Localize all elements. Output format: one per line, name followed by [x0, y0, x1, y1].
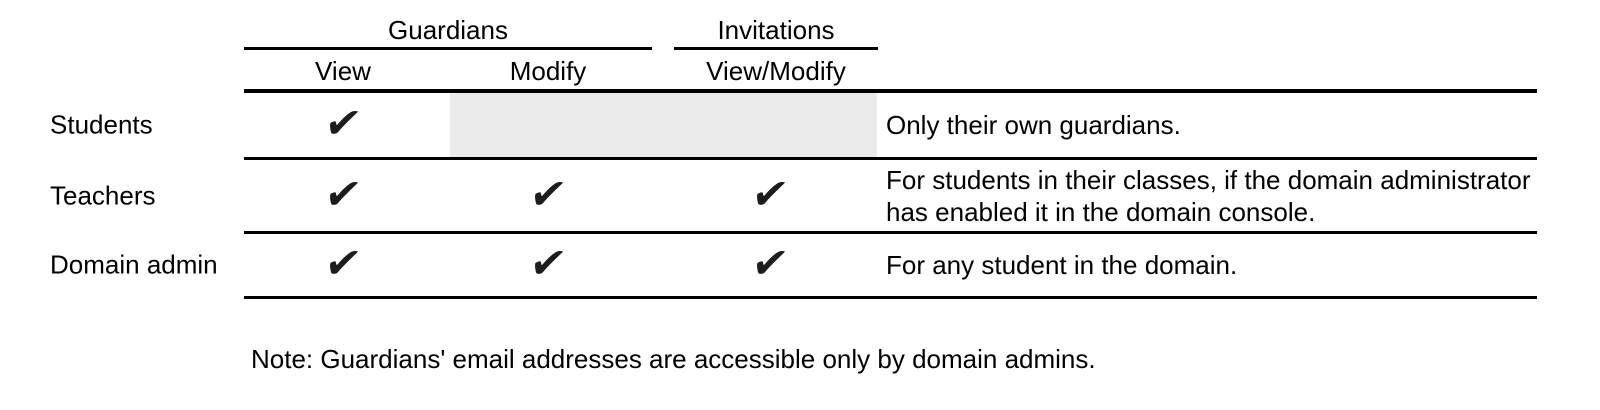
column-header-modify: Modify [509, 56, 587, 86]
row-description-domain-admin: For any student in the domain. [886, 250, 1238, 280]
row-label-domain-admin: Domain admin [50, 249, 218, 280]
group-header-invitations: Invitations [717, 15, 835, 45]
students-no-permission-shading [450, 93, 877, 157]
teachers-row-divider [244, 231, 1537, 234]
check-icon: ✔ [321, 168, 366, 218]
group-header-guardians: Guardians [388, 15, 508, 45]
row-description-students: Only their own guardians. [886, 110, 1181, 140]
check-icon: ✔ [748, 238, 793, 288]
check-icon: ✔ [526, 238, 571, 288]
column-header-view-modify: View/Modify [706, 56, 846, 86]
check-icon: ✔ [748, 168, 793, 218]
guardians-group-underline [244, 47, 652, 50]
students-row-divider [244, 157, 1537, 160]
check-icon: ✔ [526, 168, 571, 218]
header-divider [244, 89, 1537, 93]
invitations-group-underline [674, 47, 878, 50]
row-label-teachers: Teachers [50, 180, 156, 210]
row-label-students: Students [50, 109, 153, 140]
row-description-teachers: For students in their classes, if the do… [886, 164, 1531, 227]
table-row-students: Students ✔ Only their own guardians. [0, 93, 1600, 157]
footnote: Note: Guardians' email addresses are acc… [251, 344, 1096, 374]
table-row-teachers: Teachers ✔ ✔ ✔ For students in their cla… [0, 160, 1600, 231]
check-icon: ✔ [321, 98, 366, 148]
check-icon: ✔ [321, 238, 366, 288]
table-bottom-border [244, 296, 1537, 299]
column-header-view: View [315, 56, 371, 86]
table-row-domain-admin: Domain admin ✔ ✔ ✔ For any student in th… [0, 234, 1600, 296]
